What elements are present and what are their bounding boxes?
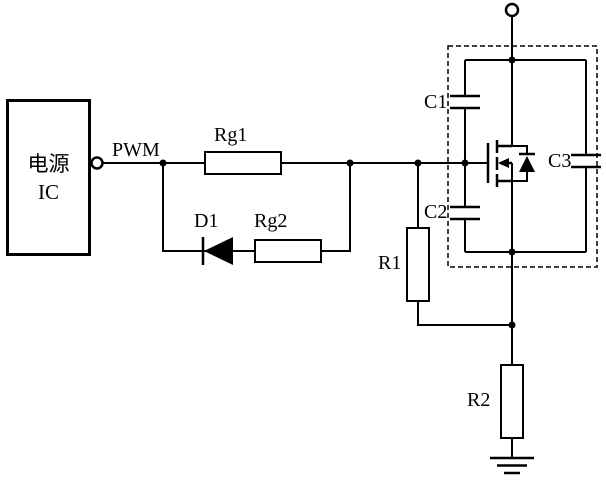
junction-dot <box>508 321 516 329</box>
junction-dot <box>461 159 469 167</box>
junction-dot <box>508 56 516 64</box>
junction-dot <box>159 159 167 167</box>
rg1-resistor <box>204 151 282 175</box>
rg2-label: Rg2 <box>254 210 288 232</box>
r1-branch-wire <box>417 163 512 326</box>
body-diode <box>512 145 535 182</box>
r1-label: R1 <box>378 252 402 274</box>
junction-dots <box>159 56 516 329</box>
power-ic-label-line1: 电源 <box>27 151 70 176</box>
power-ic-block: 电源 IC <box>6 99 91 256</box>
rg1-label: Rg1 <box>214 124 248 146</box>
pwm-net-label: PWM <box>112 139 160 161</box>
drain-supply-terminal <box>504 2 520 18</box>
capacitors <box>450 94 601 221</box>
junction-dot <box>508 248 516 256</box>
ground-icon <box>490 456 534 475</box>
power-ic-label-line2: IC <box>38 179 59 204</box>
junction-dot <box>414 159 422 167</box>
mosfet-symbol <box>486 140 512 187</box>
turnoff-branch-wire <box>162 163 351 252</box>
junction-dot <box>346 159 354 167</box>
d1-diode <box>201 237 233 265</box>
c2-capacitor <box>450 205 480 221</box>
pwm-output-terminal <box>90 156 104 170</box>
c3-label: C3 <box>548 150 572 172</box>
c1-label: C1 <box>424 91 448 113</box>
mosfet-package-outline <box>447 45 598 268</box>
r1-resistor <box>406 227 430 302</box>
r2-resistor <box>500 364 524 439</box>
wires <box>103 16 587 458</box>
r2-label: R2 <box>467 389 491 411</box>
mosfet-body-arrow-icon <box>498 158 509 168</box>
c2-label: C2 <box>424 201 448 223</box>
rg2-resistor <box>254 239 322 263</box>
c1-capacitor <box>450 94 480 110</box>
c3-capacitor <box>571 153 601 169</box>
d1-label: D1 <box>194 210 219 232</box>
